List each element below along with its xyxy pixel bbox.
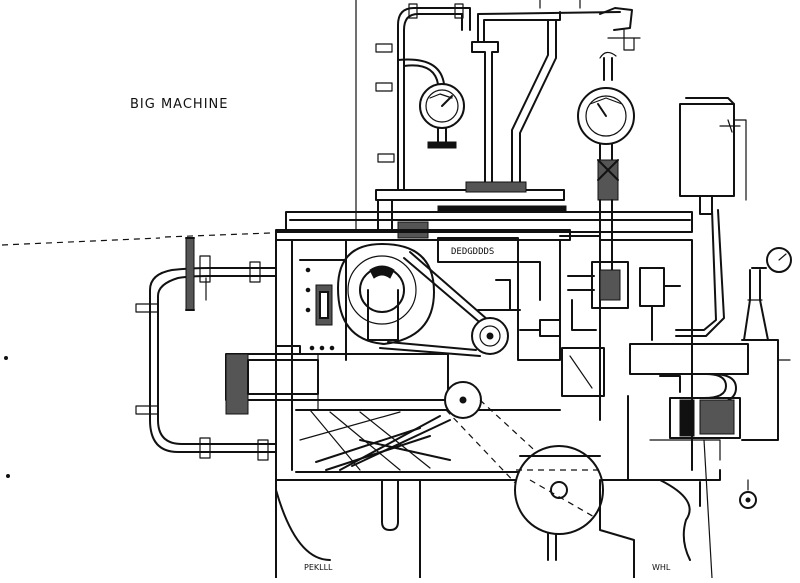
machine-base (275, 439, 713, 579)
top-piping (375, 0, 641, 191)
storage-tank (675, 97, 747, 337)
right-mechanism (627, 339, 791, 481)
ring-pendant (739, 479, 757, 509)
drive-belt (379, 251, 509, 357)
main-housing (275, 231, 721, 481)
drum-pulley (337, 243, 435, 345)
small-gauge-right (743, 247, 792, 341)
reference-line (1, 232, 271, 246)
drawing-title: BIG MACHINE (130, 97, 229, 112)
cylinder-left (225, 345, 449, 415)
pressure-gauge-left (397, 58, 465, 149)
panel-label: DEDGDDDS (451, 247, 495, 257)
base-label-left: PEKLLL (304, 563, 333, 572)
margin-dots (4, 356, 10, 478)
idler-pulley (444, 381, 557, 489)
lattice-struts (295, 409, 561, 473)
central-column (519, 235, 693, 471)
flywheel (514, 445, 604, 561)
pressure-gauge-right (577, 51, 635, 271)
base-label-right: WHL (652, 563, 671, 572)
left-pipes (135, 237, 277, 461)
